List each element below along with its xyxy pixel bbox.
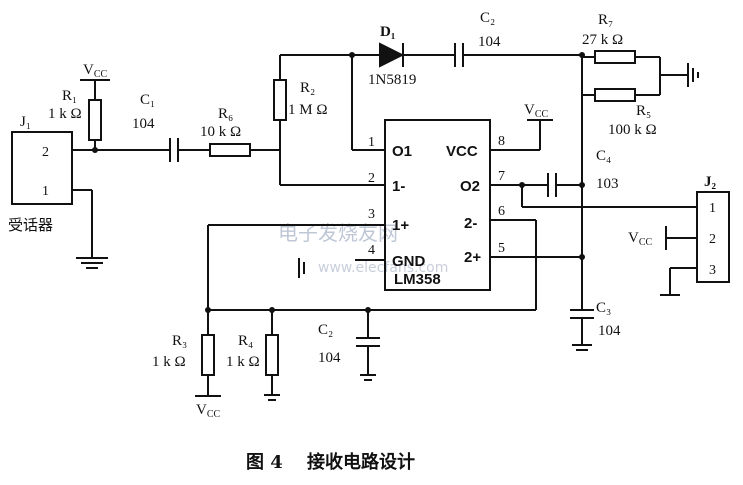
figure-caption: 图 4 接收电路设计 <box>246 451 415 473</box>
j1-pin-label: 2 <box>42 145 49 160</box>
ground-symbol <box>76 257 108 269</box>
pin-number: 7 <box>498 169 505 184</box>
r3-ref: R₃ <box>172 333 187 349</box>
ground-symbol-pin4 <box>298 258 305 278</box>
r6-ref: R₆ <box>218 106 233 122</box>
pin-number: 5 <box>498 241 505 256</box>
r5-resistor <box>594 88 636 102</box>
r5-value: 100 k Ω <box>608 122 657 138</box>
vcc-label: VCC <box>628 230 653 248</box>
pin-number: 3 <box>368 207 375 222</box>
c4-value: 103 <box>596 176 619 192</box>
pin-name: 1+ <box>392 217 409 234</box>
r7-value: 27 k Ω <box>582 32 623 48</box>
c2-bottom-ref: C₂ <box>318 322 333 338</box>
junction-dots <box>92 52 585 313</box>
j2-pin-label: 3 <box>709 263 716 278</box>
pin-name: O2 <box>460 178 480 195</box>
r6-value: 10 k Ω <box>200 124 241 140</box>
pin-number: 6 <box>498 204 505 219</box>
j2-ref: J₂ <box>704 174 717 190</box>
r1-ref: R₁ <box>62 88 77 104</box>
vcc-label: VCC <box>196 402 221 420</box>
c2-top-value: 104 <box>478 34 501 50</box>
r1-resistor <box>88 99 102 141</box>
d1-value: 1N5819 <box>368 72 416 88</box>
watermark-url: www.elecfans.com <box>318 260 448 276</box>
j1-ref: J₁ <box>20 114 31 130</box>
r5-ref: R₅ <box>636 103 651 119</box>
pin-name: O1 <box>392 143 412 160</box>
pin-name: VCC <box>446 143 478 160</box>
r4-resistor <box>265 334 279 376</box>
r7-resistor <box>594 50 636 64</box>
r7-ref: R₇ <box>598 12 613 28</box>
ground-symbol-right <box>687 63 699 87</box>
vcc-label: VCC <box>83 62 108 80</box>
c1-value: 104 <box>132 116 155 132</box>
j1-name: 受话器 <box>8 217 53 234</box>
r3-value: 1 k Ω <box>152 354 186 370</box>
pin-number: 8 <box>498 134 505 149</box>
c4-ref: C₄ <box>596 148 611 164</box>
ground-symbol-c3 <box>572 344 592 351</box>
pin-number: 1 <box>368 135 375 150</box>
j1-connector <box>11 131 73 205</box>
j2-pin-label: 2 <box>709 232 716 247</box>
pin-name: 2+ <box>464 249 481 266</box>
r3-resistor <box>201 334 215 376</box>
pin-name: GND <box>392 253 426 270</box>
r1-value: 1 k Ω <box>48 106 82 122</box>
d1-ref: D₁ <box>380 24 395 40</box>
pin-name: 1- <box>392 178 405 195</box>
j2-pin-label: 1 <box>709 201 716 216</box>
lm358-body <box>384 119 491 291</box>
ic-part-name: LM358 <box>394 271 441 288</box>
pin-number: 4 <box>368 243 375 258</box>
c3-value: 104 <box>598 323 621 339</box>
c1-ref: C₁ <box>140 92 155 108</box>
ground-symbol-r4 <box>264 394 280 401</box>
pin-number: 2 <box>368 171 375 186</box>
pin-name: 2- <box>464 215 477 232</box>
ground-symbol-c2 <box>360 374 376 381</box>
r2-resistor <box>273 79 287 121</box>
d1-diode <box>379 42 405 68</box>
r2-value: 1 M Ω <box>288 102 328 118</box>
r6-resistor <box>209 143 251 157</box>
c3-ref: C₃ <box>596 300 611 316</box>
c2-top-ref: C₂ <box>480 10 495 26</box>
vcc-label: VCC <box>524 102 549 120</box>
j1-pin-label: 1 <box>42 184 49 199</box>
r4-ref: R₄ <box>238 333 253 349</box>
r4-value: 1 k Ω <box>226 354 260 370</box>
c2-bottom-value: 104 <box>318 350 341 366</box>
r2-ref: R₂ <box>300 80 315 96</box>
